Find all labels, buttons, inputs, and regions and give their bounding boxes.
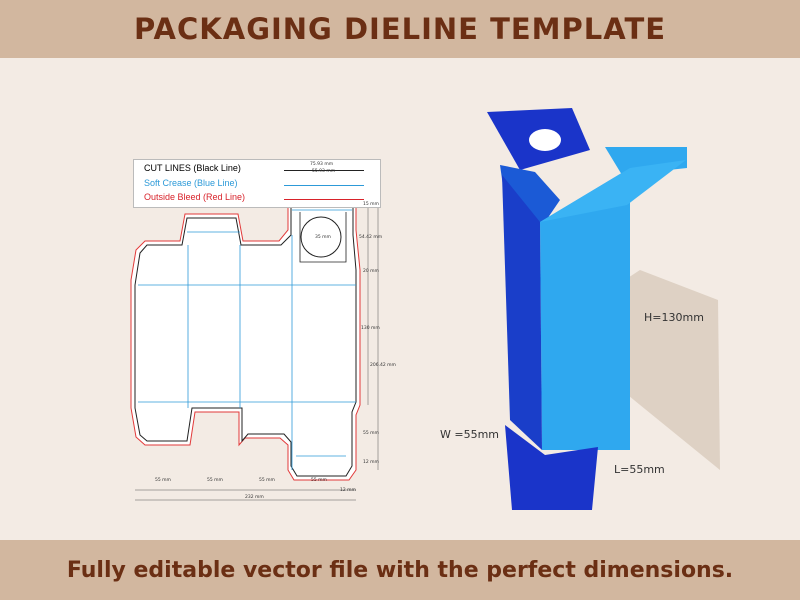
footer-band: Fully editable vector file with the perf…: [0, 540, 800, 600]
legend-cut-label: CUT LINES (Black Line): [144, 163, 241, 173]
legend-cut-line: [284, 170, 364, 171]
dim-total-height: 206.42 mm: [370, 363, 396, 368]
dim-upper: 54.42 mm: [359, 235, 383, 240]
box-3d: [487, 108, 720, 510]
crease-lines: [138, 209, 356, 470]
dim-panel-1: 55 mm: [155, 478, 171, 483]
illustration-area: CUT LINES (Black Line) Soft Crease (Blue…: [0, 58, 800, 540]
bottom-flap: [505, 425, 598, 510]
dim-top-inner: 55.93 mm: [312, 169, 336, 174]
legend-crease-line: [284, 185, 364, 186]
dieline-illustration: [130, 108, 720, 510]
length-label: L=55mm: [614, 463, 665, 476]
dim-height: 130 mm: [361, 326, 380, 331]
dim-bottom: 55 mm: [363, 431, 379, 436]
dim-circle: 35 mm: [315, 235, 331, 240]
dim-panel-4: 55 mm: [311, 478, 327, 483]
header-band: PACKAGING DIELINE TEMPLATE: [0, 0, 800, 58]
legend-crease-label: Soft Crease (Blue Line): [144, 178, 238, 188]
legend-bleed-label: Outside Bleed (Red Line): [144, 192, 246, 202]
dim-top-width: 75.93 mm: [310, 162, 334, 167]
hang-hole: [300, 216, 342, 258]
dim-tab: 12 mm: [340, 488, 356, 493]
line-legend: CUT LINES (Black Line) Soft Crease (Blue…: [133, 159, 381, 208]
tagline: Fully editable vector file with the perf…: [66, 557, 734, 583]
width-label: W =55mm: [440, 428, 500, 441]
dim-dust: 20 mm: [363, 269, 379, 274]
cut-outline: [134, 188, 357, 477]
page-title: PACKAGING DIELINE TEMPLATE: [133, 12, 667, 46]
height-label: H=130mm: [644, 311, 704, 324]
flap-hole: [529, 129, 561, 151]
legend-bleed-line: [284, 199, 364, 200]
dim-glue: 12 mm: [363, 460, 379, 465]
dim-panel-2: 55 mm: [207, 478, 223, 483]
dim-panel-3: 55 mm: [259, 478, 275, 483]
dim-total-width: 232 mm: [245, 495, 264, 500]
dim-tuck: 15 mm: [363, 202, 379, 207]
